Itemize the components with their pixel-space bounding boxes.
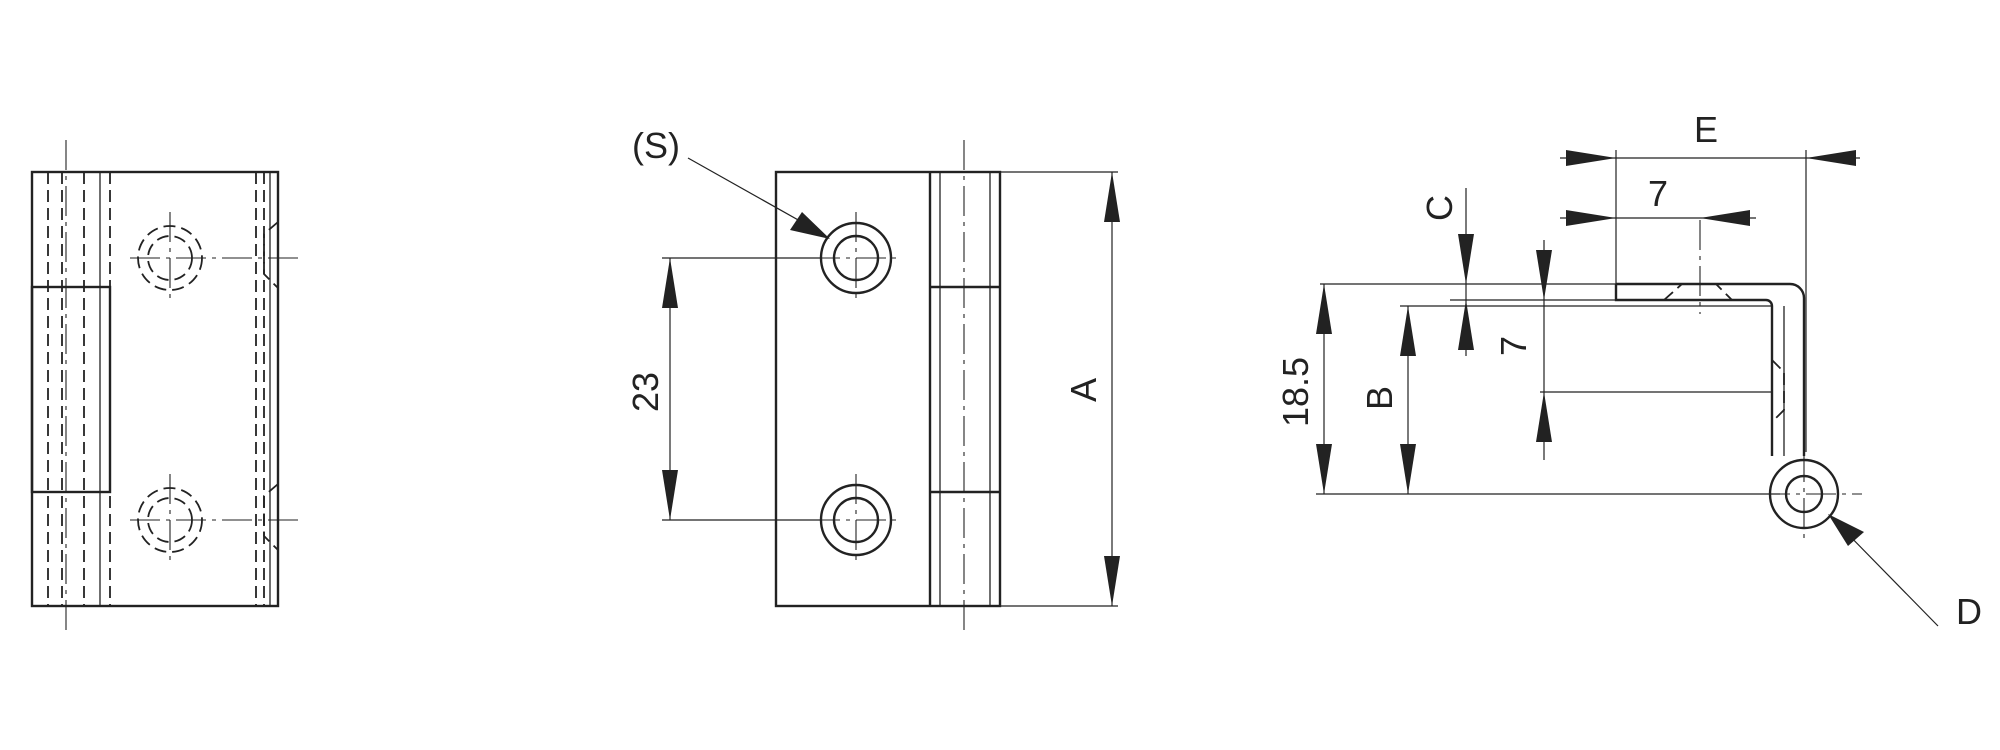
dimension-7-vertical: 7 — [1493, 240, 1772, 460]
label-7-horizontal: 7 — [1648, 173, 1668, 214]
front-view-hole-bottom — [810, 474, 902, 566]
label-s: (S) — [632, 125, 680, 166]
label-c: C — [1419, 195, 1460, 221]
leader-s: (S) — [632, 125, 830, 239]
back-view-hole-top — [130, 212, 300, 304]
front-view: (S) 23 A — [625, 125, 1120, 632]
leader-d: D — [1828, 514, 1982, 632]
back-view-outline — [30, 170, 280, 608]
label-23: 23 — [625, 372, 666, 412]
dimension-a: A — [1000, 171, 1120, 607]
back-view — [30, 140, 300, 632]
dimension-b: B — [1359, 305, 1772, 494]
label-b: B — [1359, 386, 1400, 410]
back-view-knuckle-block — [30, 285, 112, 494]
front-view-outline — [774, 170, 1002, 608]
label-a: A — [1063, 378, 1104, 402]
dimension-18-5: 18.5 — [1275, 284, 1780, 495]
label-7-vertical: 7 — [1493, 336, 1534, 356]
label-e: E — [1694, 109, 1718, 150]
dimension-c: C — [1320, 188, 1616, 356]
dimension-7-horizontal: 7 — [1560, 173, 1756, 226]
dimension-e: E — [1560, 109, 1860, 452]
front-view-hole-top — [810, 212, 902, 304]
back-view-hole-bottom — [130, 474, 300, 566]
dimension-23: 23 — [625, 257, 822, 521]
label-d: D — [1956, 591, 1982, 632]
label-18-5: 18.5 — [1275, 357, 1316, 427]
side-view: E 7 C 7 — [1275, 109, 1982, 632]
